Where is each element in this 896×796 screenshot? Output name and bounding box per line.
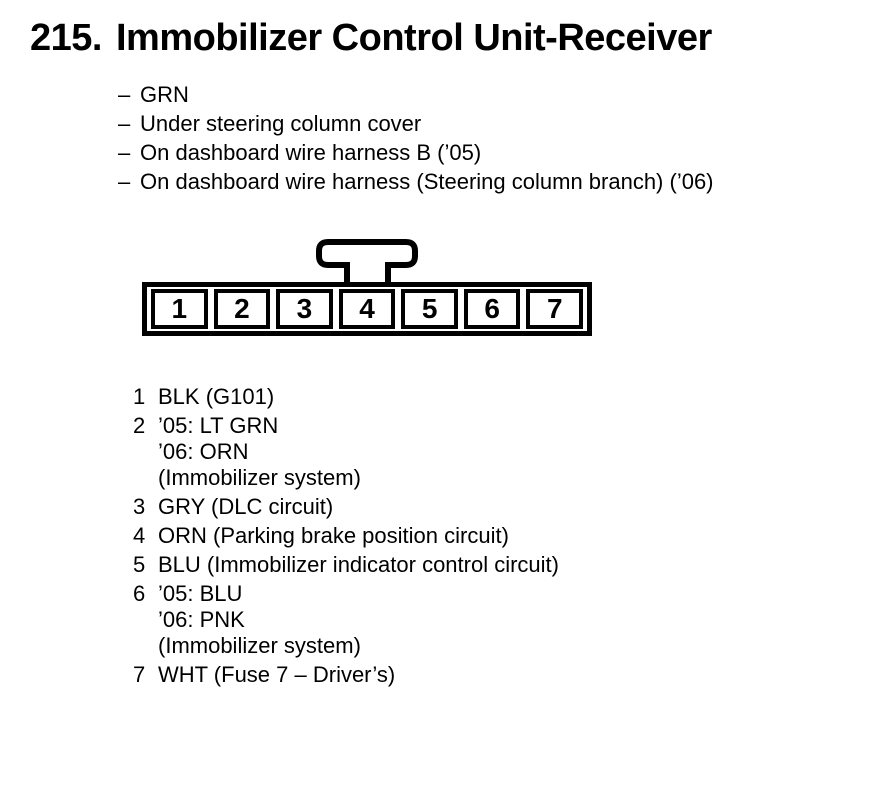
location-item: – On dashboard wire harness (Steering co… [118, 167, 896, 196]
location-item: – Under steering column cover [118, 109, 896, 138]
connector-lock-tab-icon [316, 239, 418, 282]
pin-description-line: BLK (G101) [158, 384, 275, 409]
page-title: 215. Immobilizer Control Unit-Receiver [30, 18, 896, 58]
pin-description: ORN (Parking brake position circuit) [158, 523, 509, 549]
pin-number: 5 [133, 552, 146, 577]
connector-pin-cell: 2 [213, 289, 271, 329]
connector-pin-cell: 6 [463, 289, 521, 329]
connector-body: 1 2 3 4 5 6 7 [142, 282, 592, 336]
location-list: – GRN – Under steering column cover – On… [118, 80, 896, 196]
figure-title: Immobilizer Control Unit-Receiver [115, 17, 712, 59]
pin-row: 2 ’05: LT GRN ’06: ORN (Immobilizer syst… [133, 413, 896, 491]
pin-row: 6 ’05: BLU ’06: PNK (Immobilizer system) [133, 581, 896, 659]
location-text: On dashboard wire harness B (’05) [140, 140, 482, 165]
pin-row: 5 BLU (Immobilizer indicator control cir… [133, 552, 896, 578]
connector-pin-cell: 4 [338, 289, 396, 329]
pin-row: 7 WHT (Fuse 7 – Driver’s) [133, 662, 896, 688]
pin-description-line: (Immobilizer system) [158, 633, 361, 658]
pin-number: 7 [133, 662, 146, 687]
pin-number: 6 [133, 581, 146, 606]
location-text: Under steering column cover [140, 111, 422, 136]
pin-number: 1 [133, 384, 146, 409]
connector-pin-cell: 1 [151, 289, 208, 329]
pin-row: 4 ORN (Parking brake position circuit) [133, 523, 896, 549]
location-text: GRN [140, 82, 189, 107]
dash-marker: – [118, 169, 131, 194]
pin-description-line: GRY (DLC circuit) [158, 494, 334, 519]
location-item: – On dashboard wire harness B (’05) [118, 138, 896, 167]
pin-row: 1 BLK (G101) [133, 384, 896, 410]
pin-description-line: ’05: BLU [158, 581, 243, 606]
location-text: On dashboard wire harness (Steering colu… [140, 169, 714, 194]
dash-marker: – [118, 140, 131, 165]
pin-description: WHT (Fuse 7 – Driver’s) [158, 662, 395, 688]
pin-number: 2 [133, 413, 146, 438]
figure-number: 215. [30, 17, 102, 59]
pin-legend: 1 BLK (G101) 2 ’05: LT GRN ’06: ORN (Imm… [133, 384, 896, 688]
pin-number: 4 [133, 523, 146, 548]
pin-description: ’05: LT GRN ’06: ORN (Immobilizer system… [158, 413, 361, 491]
pin-description-line: ORN (Parking brake position circuit) [158, 523, 509, 548]
pin-description: GRY (DLC circuit) [158, 494, 333, 520]
pin-description: BLU (Immobilizer indicator control circu… [158, 552, 559, 578]
pin-description-line: WHT (Fuse 7 – Driver’s) [158, 662, 396, 687]
pin-description: BLK (G101) [158, 384, 274, 410]
location-item: – GRN [118, 80, 896, 109]
connector-pin-cell: 7 [526, 289, 584, 329]
connector-pin-cell: 3 [276, 289, 333, 329]
pin-row: 3 GRY (DLC circuit) [133, 494, 896, 520]
pin-description: ’05: BLU ’06: PNK (Immobilizer system) [158, 581, 361, 659]
dash-marker: – [118, 111, 131, 136]
connector-pin-cell: 5 [401, 289, 458, 329]
dash-marker: – [118, 82, 131, 107]
pin-number: 3 [133, 494, 146, 519]
pin-description-line: ’05: LT GRN [158, 413, 279, 438]
connector-diagram: 1 2 3 4 5 6 7 [142, 239, 592, 336]
pin-description-line: BLU (Immobilizer indicator control circu… [158, 552, 559, 577]
pin-description-line: ’06: PNK [158, 607, 245, 632]
pin-description-line: ’06: ORN [158, 439, 249, 464]
pin-description-line: (Immobilizer system) [158, 465, 361, 490]
